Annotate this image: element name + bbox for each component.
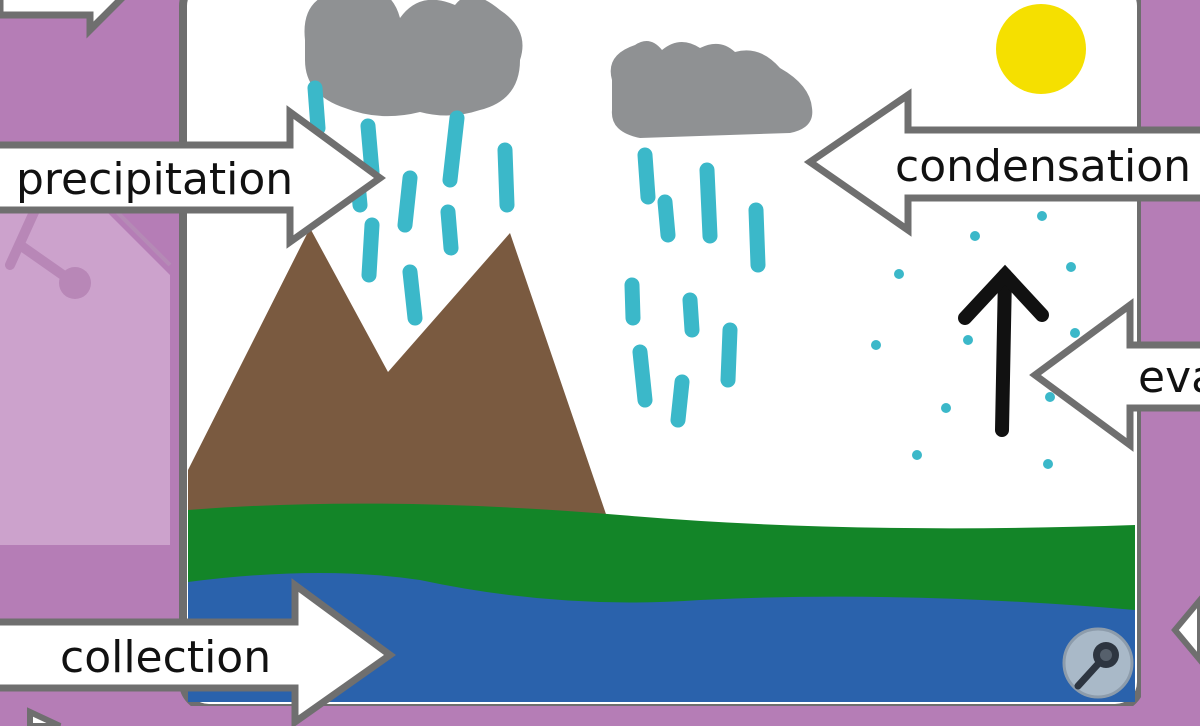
- water: [188, 572, 1135, 702]
- microphone-icon: [1074, 642, 1119, 690]
- collection-label: collection: [60, 632, 272, 683]
- cloud-left: [304, 0, 523, 117]
- arrow-bottom-left: [27, 707, 62, 726]
- precipitation-label: precipitation: [16, 154, 294, 205]
- cloud-right: [610, 41, 813, 138]
- arrow-top-left: [0, 0, 125, 39]
- up-arrow-icon: [958, 264, 1049, 437]
- collection-arrow[interactable]: [0, 578, 396, 726]
- vapor-dots: [871, 211, 1080, 469]
- mountains: [188, 228, 608, 520]
- evaporation-label: eva: [1138, 352, 1200, 403]
- evaporation-arrow[interactable]: [1029, 298, 1200, 452]
- background-card: [0, 0, 172, 726]
- condensation-label: condensation: [895, 141, 1192, 192]
- pin-icon: [5, 205, 91, 299]
- microphone-button[interactable]: [1062, 627, 1134, 699]
- sun: [996, 4, 1086, 94]
- condensation-arrow[interactable]: [803, 88, 1200, 237]
- precipitation-arrow[interactable]: [0, 105, 386, 249]
